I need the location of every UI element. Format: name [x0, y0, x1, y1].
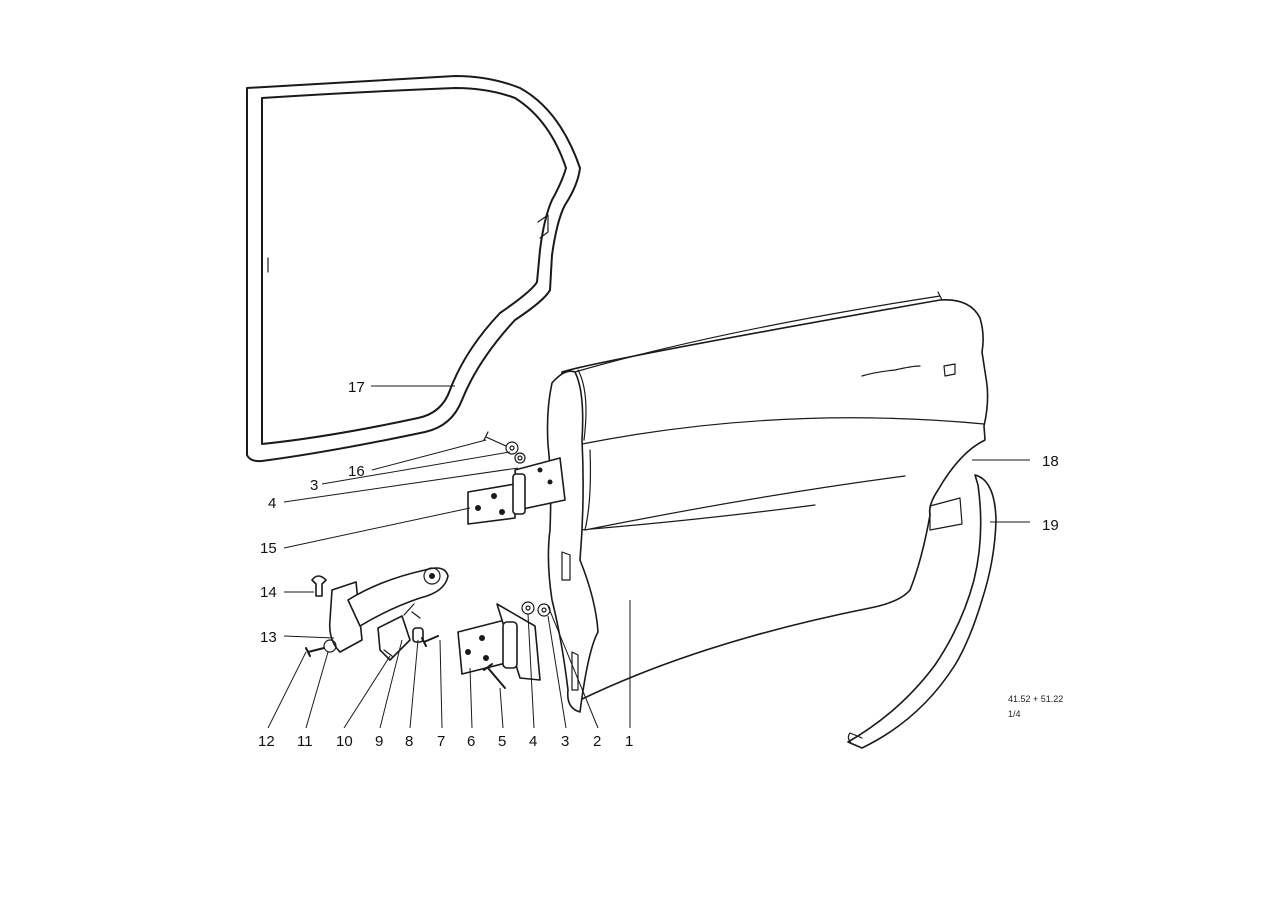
- callout-15: 15: [260, 540, 277, 557]
- check-screw-7: [421, 635, 439, 647]
- callout-3-lower: 3: [561, 733, 569, 750]
- lower-hinge: [457, 603, 541, 681]
- door-check-assembly: [328, 567, 449, 661]
- callout-5: 5: [498, 733, 506, 750]
- lower-hinge-bolt: [483, 663, 506, 689]
- callout-13: 13: [260, 629, 277, 646]
- reference-code: 41.52 + 51.22: [1008, 694, 1063, 704]
- callout-3-upper: 3: [310, 477, 318, 494]
- check-washer: [323, 639, 337, 653]
- callout-6: 6: [467, 733, 475, 750]
- inner-door-sheet: [546, 370, 599, 713]
- callout-18: 18: [1042, 453, 1059, 470]
- callout-12: 12: [258, 733, 275, 750]
- rear-door-shell: [560, 291, 989, 701]
- callout-1: 1: [625, 733, 633, 750]
- callout-4-lower: 4: [529, 733, 537, 750]
- callout-11: 11: [297, 733, 313, 750]
- window-frame-seal: [246, 75, 581, 463]
- reference-sheet: 1/4: [1008, 709, 1021, 719]
- callout-labels: 17 16 3 4 15 14 13 12 11 10 9 8 7 6 5 4 …: [258, 379, 1059, 750]
- callout-4-upper: 4: [268, 495, 276, 512]
- lower-hinge-washers: [521, 601, 551, 617]
- callout-2: 2: [593, 733, 601, 750]
- callout-8: 8: [405, 733, 413, 750]
- upper-hinge-hardware: [483, 431, 526, 464]
- callout-7: 7: [437, 733, 445, 750]
- check-rivet: [311, 575, 327, 597]
- callout-19: 19: [1042, 517, 1059, 534]
- callout-10: 10: [336, 733, 353, 750]
- upper-hinge: [467, 457, 566, 525]
- leader-lines: [267, 385, 1030, 729]
- wheel-arch-trim: [847, 474, 997, 749]
- callout-9: 9: [375, 733, 383, 750]
- callout-17: 17: [348, 379, 365, 396]
- callout-16: 16: [348, 463, 365, 480]
- callout-14: 14: [260, 584, 277, 601]
- check-screw: [305, 647, 325, 657]
